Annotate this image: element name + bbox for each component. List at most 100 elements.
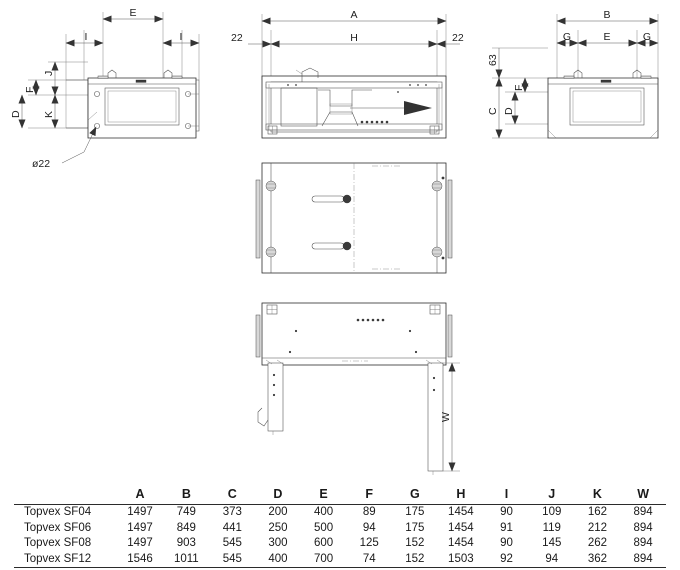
table-header-model	[14, 487, 117, 505]
bottom-view-left-leg-joint	[265, 359, 284, 365]
table-cell-G: 152	[405, 537, 425, 549]
dim-label-F-right: F	[513, 85, 525, 91]
dim-A-top-view: A	[261, 9, 447, 25]
table-cell-F: 125	[359, 537, 379, 549]
table-cell-C: 545	[222, 552, 242, 565]
top-view-rail-marks	[287, 84, 427, 93]
table-cell-W: 894	[633, 506, 653, 518]
left-view-duct-inner	[107, 90, 177, 123]
dim-label-gap-left: 22	[231, 32, 243, 44]
top-view-filter-block	[280, 87, 318, 127]
table-header: A B C D E F G H I J K W	[14, 487, 666, 505]
table-cell-A: 1546	[127, 552, 153, 565]
dim-label-I-left: I	[85, 31, 88, 43]
table-cell-E: 400	[313, 506, 334, 518]
table-cell-C: 441	[222, 521, 242, 534]
right-view-corner-bl	[547, 129, 557, 139]
dim-label-63: 63	[487, 54, 499, 66]
table-cell-model: Topvex SF12	[24, 552, 92, 565]
table-cell-W: 894	[633, 521, 653, 534]
table-header-J: J	[548, 487, 556, 501]
bottom-view-bracket-left	[266, 304, 278, 315]
dim-label-D-right: D	[503, 107, 515, 115]
right-side-view: B G E G 63	[487, 9, 659, 139]
top-view-extension-lines	[261, 14, 447, 80]
right-view-duct-inner	[572, 90, 642, 123]
top-view-left-endplate	[265, 84, 270, 130]
front-view-hinge-bottom-right	[431, 246, 443, 258]
front-view-right-gasket	[447, 179, 453, 259]
table-cell-J: 94	[545, 552, 559, 565]
top-view-right-endplate	[438, 84, 443, 130]
front-view-latch-upper	[311, 194, 352, 204]
dim-label-G-right: G	[643, 31, 651, 43]
table-row: Topvex SF06 1497 849 441 250 500 94 175 …	[14, 521, 666, 537]
table-cell-F: 89	[362, 506, 376, 518]
top-view-exchanger-core	[329, 103, 353, 115]
table-cell-H: 1454	[448, 506, 474, 518]
dim-I-left: I	[65, 31, 104, 47]
table-cell-K: 162	[587, 506, 607, 518]
bottom-view-bracket-right	[429, 304, 441, 315]
front-view-stud-bottom	[441, 256, 445, 260]
dim-gap-left-22: 22	[231, 32, 272, 48]
table-cell-G: 152	[405, 552, 425, 565]
dim-W-bottom-view: W	[440, 362, 460, 472]
dim-D-left-view: D	[10, 94, 26, 129]
dim-label-E-left: E	[129, 7, 136, 19]
table-cell-D: 300	[268, 537, 288, 549]
table-header-C: C	[227, 487, 237, 501]
bottom-view-right-gasket	[447, 314, 453, 358]
dim-G-right-right-view: G	[636, 31, 659, 47]
dim-K-left-view: K	[43, 94, 59, 129]
dim-label-W: W	[440, 412, 452, 422]
dim-label-C: C	[487, 107, 499, 115]
dim-F-right-view: F	[513, 77, 529, 93]
dim-D-right-view: D	[503, 91, 519, 125]
table-header-F: F	[365, 487, 374, 501]
dim-F-left-view: F	[24, 79, 40, 96]
table-cell-E: 700	[313, 552, 334, 565]
dim-label-D-left: D	[10, 110, 22, 118]
dim-gap-right-22: 22	[436, 32, 464, 48]
bottom-view-left-gasket	[255, 314, 261, 358]
bottom-view-right-leg	[427, 362, 444, 475]
table-cell-W: 894	[633, 537, 653, 549]
table-cell-A: 1497	[127, 521, 153, 534]
right-view-extension-lines	[556, 14, 659, 80]
dim-label-E-right: E	[603, 31, 610, 43]
table-cell-H: 1503	[448, 552, 474, 565]
right-view-vert-ext	[492, 47, 548, 139]
dim-label-H: H	[350, 32, 358, 44]
top-view-top-rail	[265, 81, 443, 89]
table-cell-A: 1497	[127, 506, 153, 518]
top-view-vent-dots	[360, 120, 389, 124]
table-body: Topvex SF04 1497 749 373 200 400 89 175 …	[14, 505, 666, 568]
flow-arrow-right	[350, 101, 432, 115]
dim-G-left-right-view: G	[556, 31, 579, 47]
table-header-H: H	[456, 487, 466, 501]
left-view-duct-opening	[104, 87, 180, 126]
table-cell-F: 74	[362, 552, 376, 565]
table-header-I: I	[504, 487, 509, 501]
table-cell-I: 91	[500, 521, 513, 534]
dim-63-right-view: 63	[487, 48, 503, 79]
table-cell-H: 1454	[448, 521, 474, 534]
table-cell-C: 545	[222, 537, 242, 549]
table-cell-K: 212	[587, 521, 607, 534]
callout-dia22: ø22	[32, 126, 97, 170]
left-view-top-fittings	[97, 69, 183, 79]
table-header-row: A B C D E F G H I J K W	[14, 487, 666, 505]
table-cell-J: 119	[542, 521, 561, 534]
table-header-K: K	[592, 487, 602, 501]
dim-label-F-left: F	[24, 87, 36, 93]
table-cell-model: Topvex SF04	[24, 506, 92, 518]
table-row: Topvex SF12 1546 1011 545 400 700 74 152…	[14, 552, 666, 568]
table-cell-G: 175	[405, 506, 425, 518]
left-view-hole-bottom-left	[94, 123, 100, 129]
table-cell-model: Topvex SF06	[24, 521, 92, 534]
table-header-G: G	[409, 487, 420, 501]
table-header-W: W	[637, 487, 650, 501]
table-header-A: A	[135, 487, 145, 501]
